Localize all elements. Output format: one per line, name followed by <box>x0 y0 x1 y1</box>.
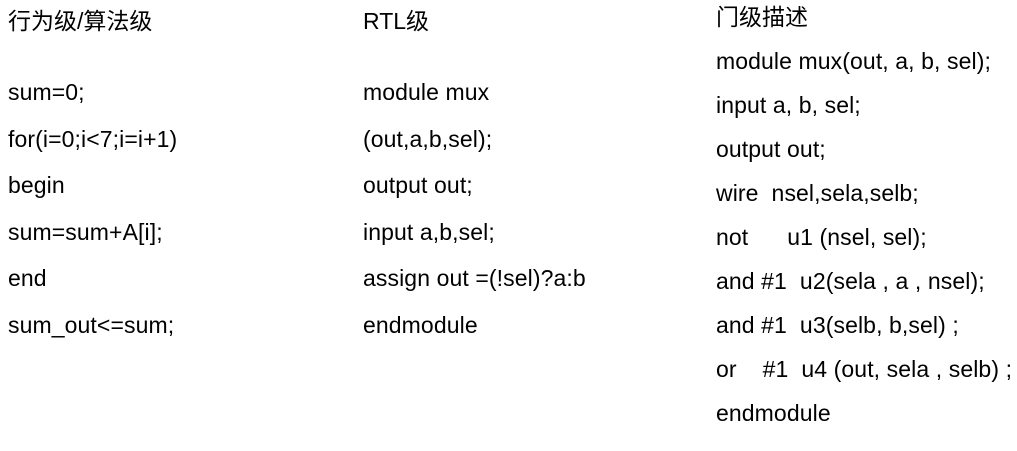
code-line: input a,b,sel; <box>363 218 495 245</box>
column-behavioral-code: sum=0; for(i=0;i<7;i=i+1) begin sum=sum+… <box>8 81 177 360</box>
code-line: and #1 u3(selb, b,sel) ; <box>716 312 959 338</box>
code-line: module mux <box>363 79 490 105</box>
column-gate-code: module mux(out, a, b, sel); input a, b, … <box>716 50 1012 446</box>
column-gate-heading: 门级描述 <box>716 4 808 30</box>
code-line: endmodule <box>363 311 478 338</box>
code-line: sum=0; <box>8 79 85 105</box>
code-line: begin <box>8 172 65 198</box>
code-line: assign out =(!sel)?a:b <box>363 265 586 291</box>
code-line: end <box>8 265 47 291</box>
code-line: sum=sum+A[i]; <box>8 218 163 245</box>
code-line: output out; <box>716 136 826 162</box>
code-line: output out; <box>363 172 473 198</box>
code-line: or #1 u4 (out, sela , selb) ; <box>716 356 1013 382</box>
code-line: not u1 (nsel, sel); <box>716 224 927 250</box>
column-rtl-code: module mux (out,a,b,sel); output out; in… <box>363 81 586 360</box>
code-line: input a, b, sel; <box>716 92 861 118</box>
code-line: (out,a,b,sel); <box>363 125 493 152</box>
code-line: for(i=0;i<7;i=i+1) <box>8 125 178 152</box>
code-line: wire nsel,sela,selb; <box>716 180 919 206</box>
code-line: and #1 u2(sela , a , nsel); <box>716 268 985 294</box>
column-rtl-heading: RTL级 <box>363 8 430 34</box>
column-behavioral-heading: 行为级/算法级 <box>8 8 153 34</box>
code-line: sum_out<=sum; <box>8 311 175 338</box>
code-line: endmodule <box>716 400 831 426</box>
code-line: module mux(out, a, b, sel); <box>716 48 991 74</box>
